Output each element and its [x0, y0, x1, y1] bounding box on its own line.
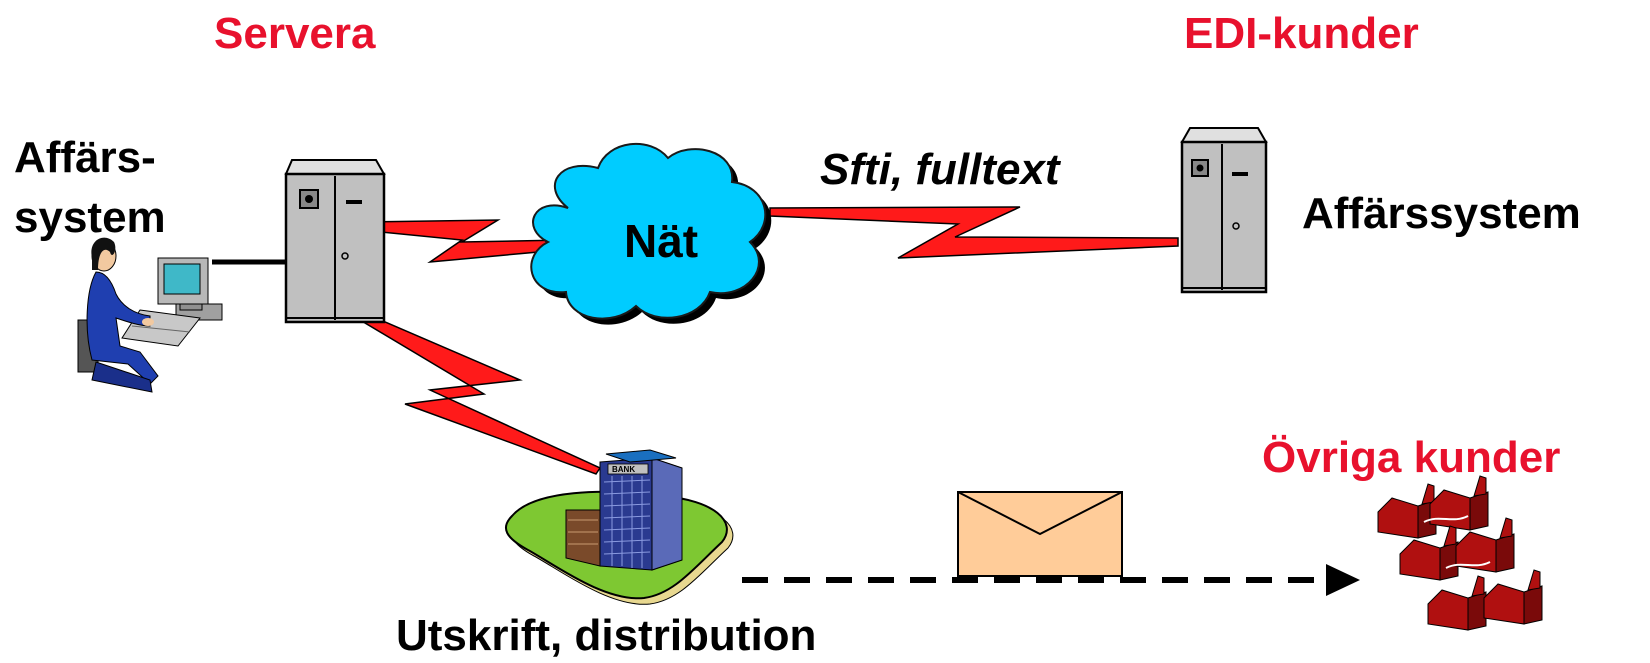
other-customers-heading: Övriga kunder	[1262, 433, 1561, 482]
bank-sign: BANK	[612, 465, 635, 474]
business-system-right-label: Affärssystem	[1302, 189, 1581, 238]
cloud-icon	[530, 142, 772, 325]
dashed-arrow-icon	[742, 564, 1360, 596]
factory-group-icon	[1377, 475, 1543, 631]
person-at-computer-icon	[77, 237, 223, 393]
bank-building-icon	[504, 449, 734, 605]
lightning-link-icon	[769, 206, 1179, 259]
business-system-left-line2: system	[14, 193, 166, 242]
print-distribution-label: Utskrift, distribution	[396, 611, 817, 660]
servers-heading: Servera	[214, 9, 376, 58]
server-icon	[1180, 127, 1268, 294]
server-icon	[284, 159, 386, 324]
business-system-left-line1: Affärs-	[14, 133, 156, 182]
envelope-icon	[957, 491, 1123, 577]
lightning-link-icon	[359, 310, 602, 475]
edi-customers-heading: EDI-kunder	[1184, 9, 1419, 58]
network-label: Nät	[624, 215, 699, 267]
link-label: Sfti, fulltext	[820, 145, 1060, 194]
